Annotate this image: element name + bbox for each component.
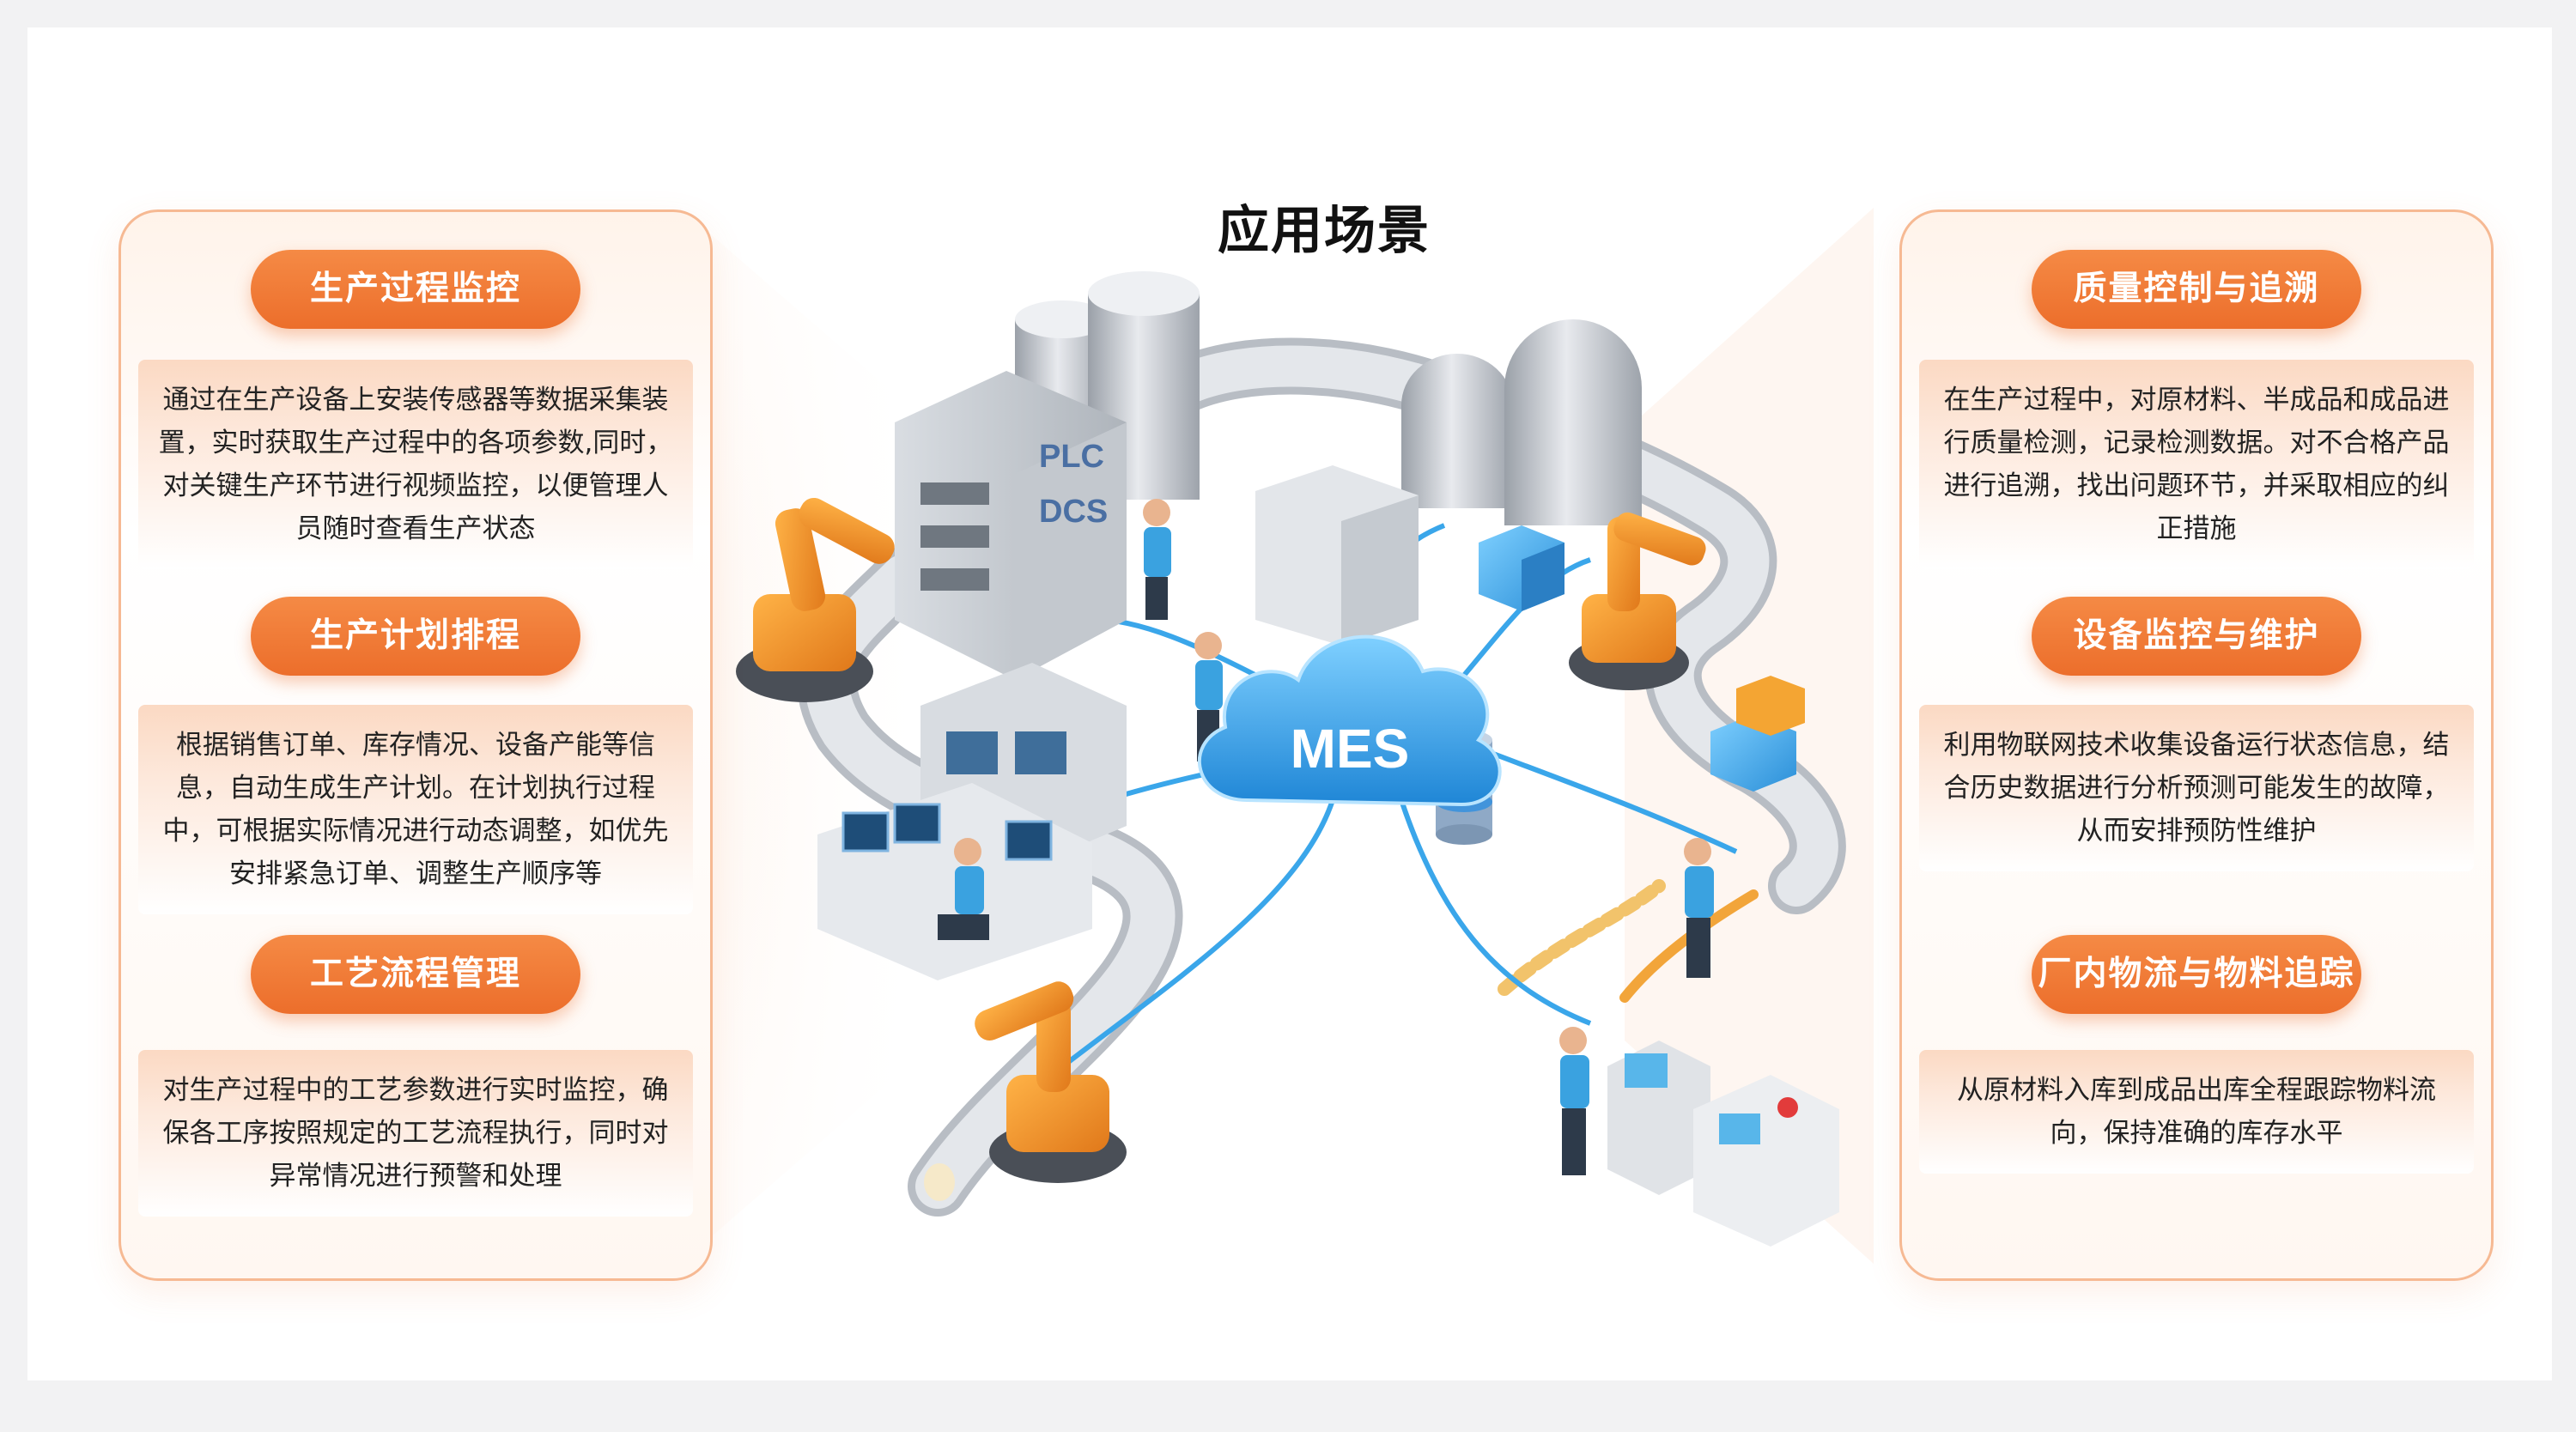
equipment-cabinet: [1255, 465, 1419, 646]
desc-logistics-tracking: 从原材料入库到成品出库全程跟踪物料流向，保持准确的库存水平: [1919, 1050, 2474, 1174]
heading-production-monitoring: 生产过程监控: [251, 250, 580, 329]
slide: PLC DCS: [27, 27, 2552, 1380]
panel-connector-left: [680, 208, 938, 1264]
robot-arm-top-left: [736, 497, 895, 702]
heading-logistics-tracking: 厂内物流与物料追踪: [2032, 935, 2361, 1014]
heading-process-management: 工艺流程管理: [251, 935, 580, 1014]
page-title: 应用场景: [1218, 201, 1431, 261]
desc-quality-control: 在生产过程中，对原材料、半成品和成品进行质量检测，记录检测数据。对不合格产品进行…: [1919, 360, 2474, 569]
desc-production-monitoring: 通过在生产设备上安装传感器等数据采集装置，实时获取生产过程中的各项参数,同时，对…: [138, 360, 693, 569]
left-panel: 生产过程监控 通过在生产设备上安装传感器等数据采集装置，实时获取生产过程中的各项…: [118, 209, 713, 1281]
desc-production-planning: 根据销售订单、库存情况、设备产能等信息，自动生成生产计划。在计划执行过程中，可根…: [138, 705, 693, 914]
blue-crates: [1479, 525, 1805, 792]
desc-process-management: 对生产过程中的工艺参数进行实时监控，确保各工序按照规定的工艺流程执行，同时对异常…: [138, 1050, 693, 1217]
factory-scene: PLC DCS: [680, 208, 1874, 1264]
heading-quality-control: 质量控制与追溯: [2032, 250, 2361, 329]
plc-dcs-building: PLC DCS: [895, 371, 1127, 680]
plc-label: PLC: [1039, 439, 1104, 475]
heading-production-planning: 生产计划排程: [251, 597, 580, 676]
mes-cloud: MES: [1197, 634, 1502, 807]
desc-equipment-monitoring: 利用物联网技术收集设备运行状态信息，结合历史数据进行分析预测可能发生的故障，从而…: [1919, 705, 2474, 871]
right-panel: 质量控制与追溯 在生产过程中，对原材料、半成品和成品进行质量检测，记录检测数据。…: [1899, 209, 2494, 1281]
inspection-machines: [1607, 1041, 1839, 1247]
robot-arm-bottom: [975, 981, 1127, 1183]
dcs-label: DCS: [1039, 494, 1108, 530]
product-item: [924, 1163, 955, 1201]
heading-equipment-monitoring: 设备监控与维护: [2032, 597, 2361, 676]
mes-label: MES: [1291, 718, 1410, 780]
robot-arm-right: [1569, 512, 1706, 690]
